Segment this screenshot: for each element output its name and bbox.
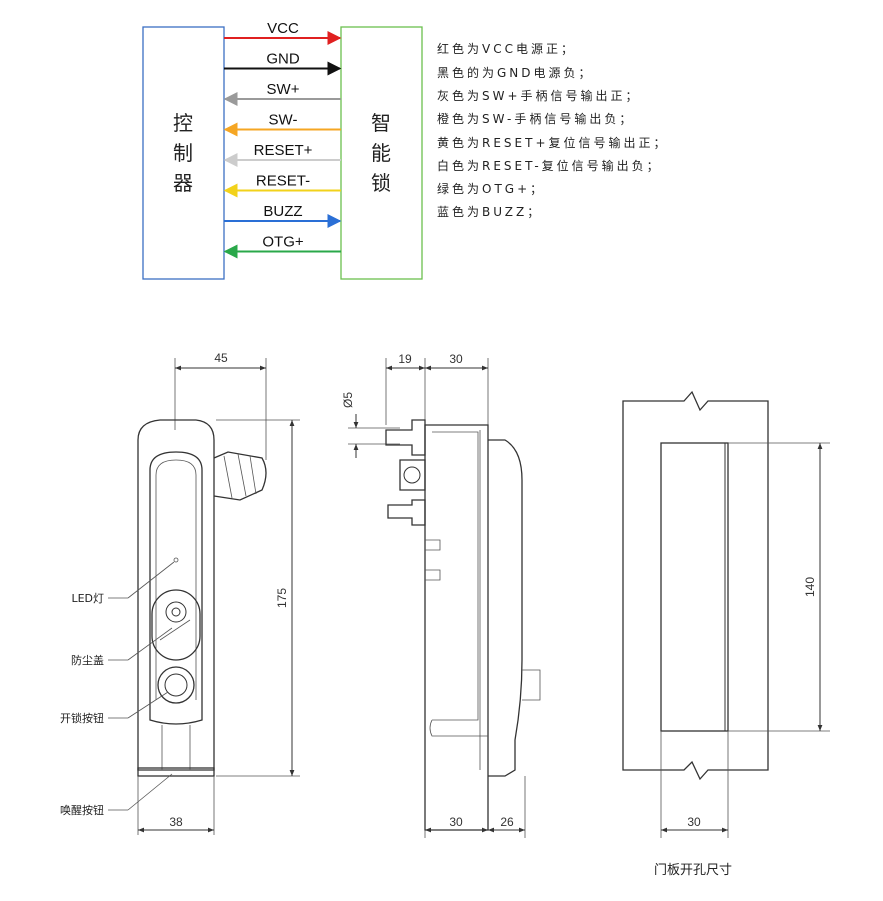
cutout-dim-width: 30 (687, 815, 701, 829)
signal-lines: VCC GND SW+ SW- RESET+ RESET- BUZZ OTG+ (223, 20, 342, 259)
legend-line-buzz: 蓝色为BUZZ； (437, 205, 542, 219)
signal-label: RESET+ (254, 142, 313, 159)
callout-unlock-button: 开锁按钮 (60, 711, 104, 725)
signal-label: SW- (269, 112, 298, 129)
cutout-caption: 门板开孔尺寸 (654, 863, 732, 878)
callout-wake-button: 唤醒按钮 (60, 803, 104, 817)
wiring-diagram: 控 制 器 智 能 锁 VCC GND SW+ SW- RESET+ RESET- BUZZ… (142, 20, 423, 280)
lock-label-3: 锁 (371, 171, 391, 195)
legend-line-otg: 绿色为OTG+； (437, 181, 545, 196)
side-dim-bottom-right: 26 (500, 815, 514, 829)
signal-label: OTG+ (262, 234, 303, 251)
lock-label-2: 能 (371, 141, 391, 165)
legend-line-reset-plus: 黄色为RESET+复位信号输出正； (437, 135, 669, 150)
front-dim-top: 45 (214, 351, 228, 365)
lock-label-1: 智 (371, 111, 391, 135)
cutout-dim-height: 140 (803, 577, 817, 597)
cutout-drawing: 140 30 门板开孔尺寸 (622, 390, 830, 878)
controller-label-2: 制 (173, 141, 193, 165)
signal-label: GND (266, 51, 300, 68)
controller-label-3: 器 (173, 171, 193, 195)
signal-label: VCC (267, 20, 299, 37)
front-dim-bottom: 38 (169, 815, 183, 829)
callout-dust-cover: 防尘盖 (71, 653, 104, 667)
side-view-drawing: 19 30 Ø5 30 26 (341, 352, 541, 838)
signal-label: RESET- (256, 173, 310, 190)
front-view-drawing: 45 175 38 LED灯 (60, 351, 300, 835)
callout-led: LED灯 (71, 592, 104, 605)
side-dim-top-right: 30 (449, 352, 463, 366)
signal-label: BUZZ (263, 203, 302, 220)
legend-line-reset-minus: 白色为RESET-复位信号输出负； (437, 158, 662, 173)
legend-line-gnd: 黑色的为GND电源负； (437, 65, 594, 80)
signal-label: SW+ (267, 81, 300, 98)
legend-line-sw-minus: 橙色为SW-手柄信号输出负； (437, 111, 634, 126)
legend-line-sw-plus: 灰色为SW+手柄信号输出正； (437, 88, 641, 103)
side-dim-diameter: Ø5 (341, 392, 355, 408)
front-dim-height: 175 (275, 588, 289, 608)
controller-label-1: 控 (173, 111, 193, 135)
legend-line-vcc: 红色为VCC电源正； (437, 41, 576, 56)
color-legend: 红色为VCC电源正； 黑色的为GND电源负； 灰色为SW+手柄信号输出正； 橙色… (437, 41, 669, 219)
side-dim-bottom-left: 30 (449, 815, 463, 829)
side-dim-top-left: 19 (398, 352, 412, 366)
lock-box (340, 26, 423, 280)
